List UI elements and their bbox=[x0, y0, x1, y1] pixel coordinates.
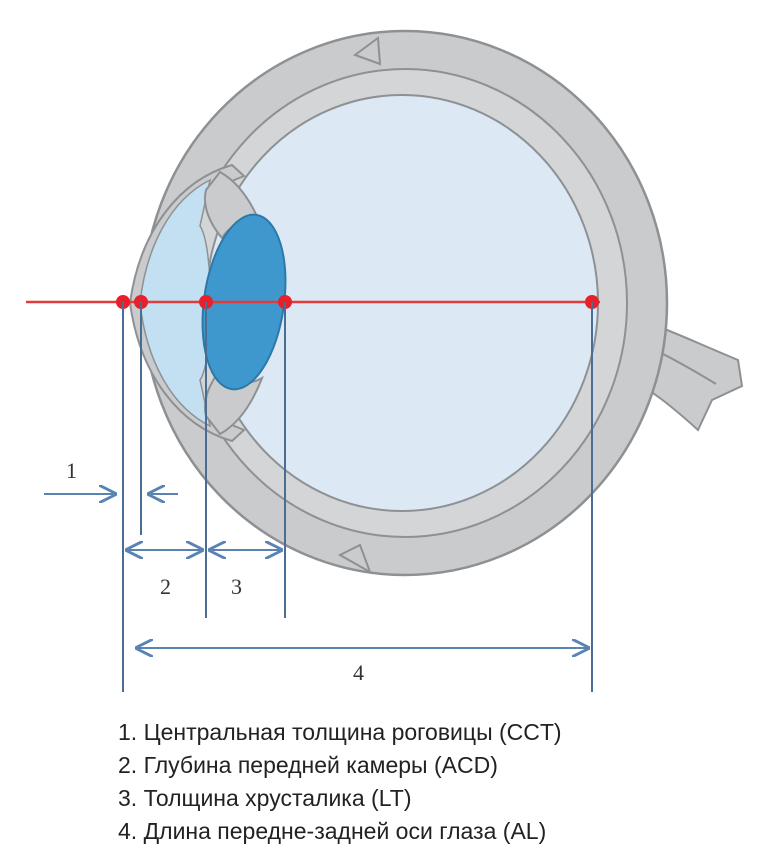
measure-number-lt: 3 bbox=[231, 574, 242, 599]
legend-item-al: 4. Длина передне-задней оси глаза (AL) bbox=[118, 818, 547, 844]
legend-item-lt: 3. Толщина хрусталика (LT) bbox=[118, 785, 412, 811]
legend-list: 1. Центральная толщина роговицы (CCT) 2.… bbox=[118, 716, 562, 848]
sclera-top-tip bbox=[352, 36, 382, 66]
measure-number-al: 4 bbox=[353, 660, 364, 685]
measure-number-cct: 1 bbox=[66, 458, 77, 483]
legend-item-acd: 2. Глубина передней камеры (ACD) bbox=[118, 752, 498, 778]
sclera-bottom-tip bbox=[337, 543, 372, 575]
legend-item-cct: 1. Центральная толщина роговицы (CCT) bbox=[118, 719, 562, 745]
measure-number-acd: 2 bbox=[160, 574, 171, 599]
